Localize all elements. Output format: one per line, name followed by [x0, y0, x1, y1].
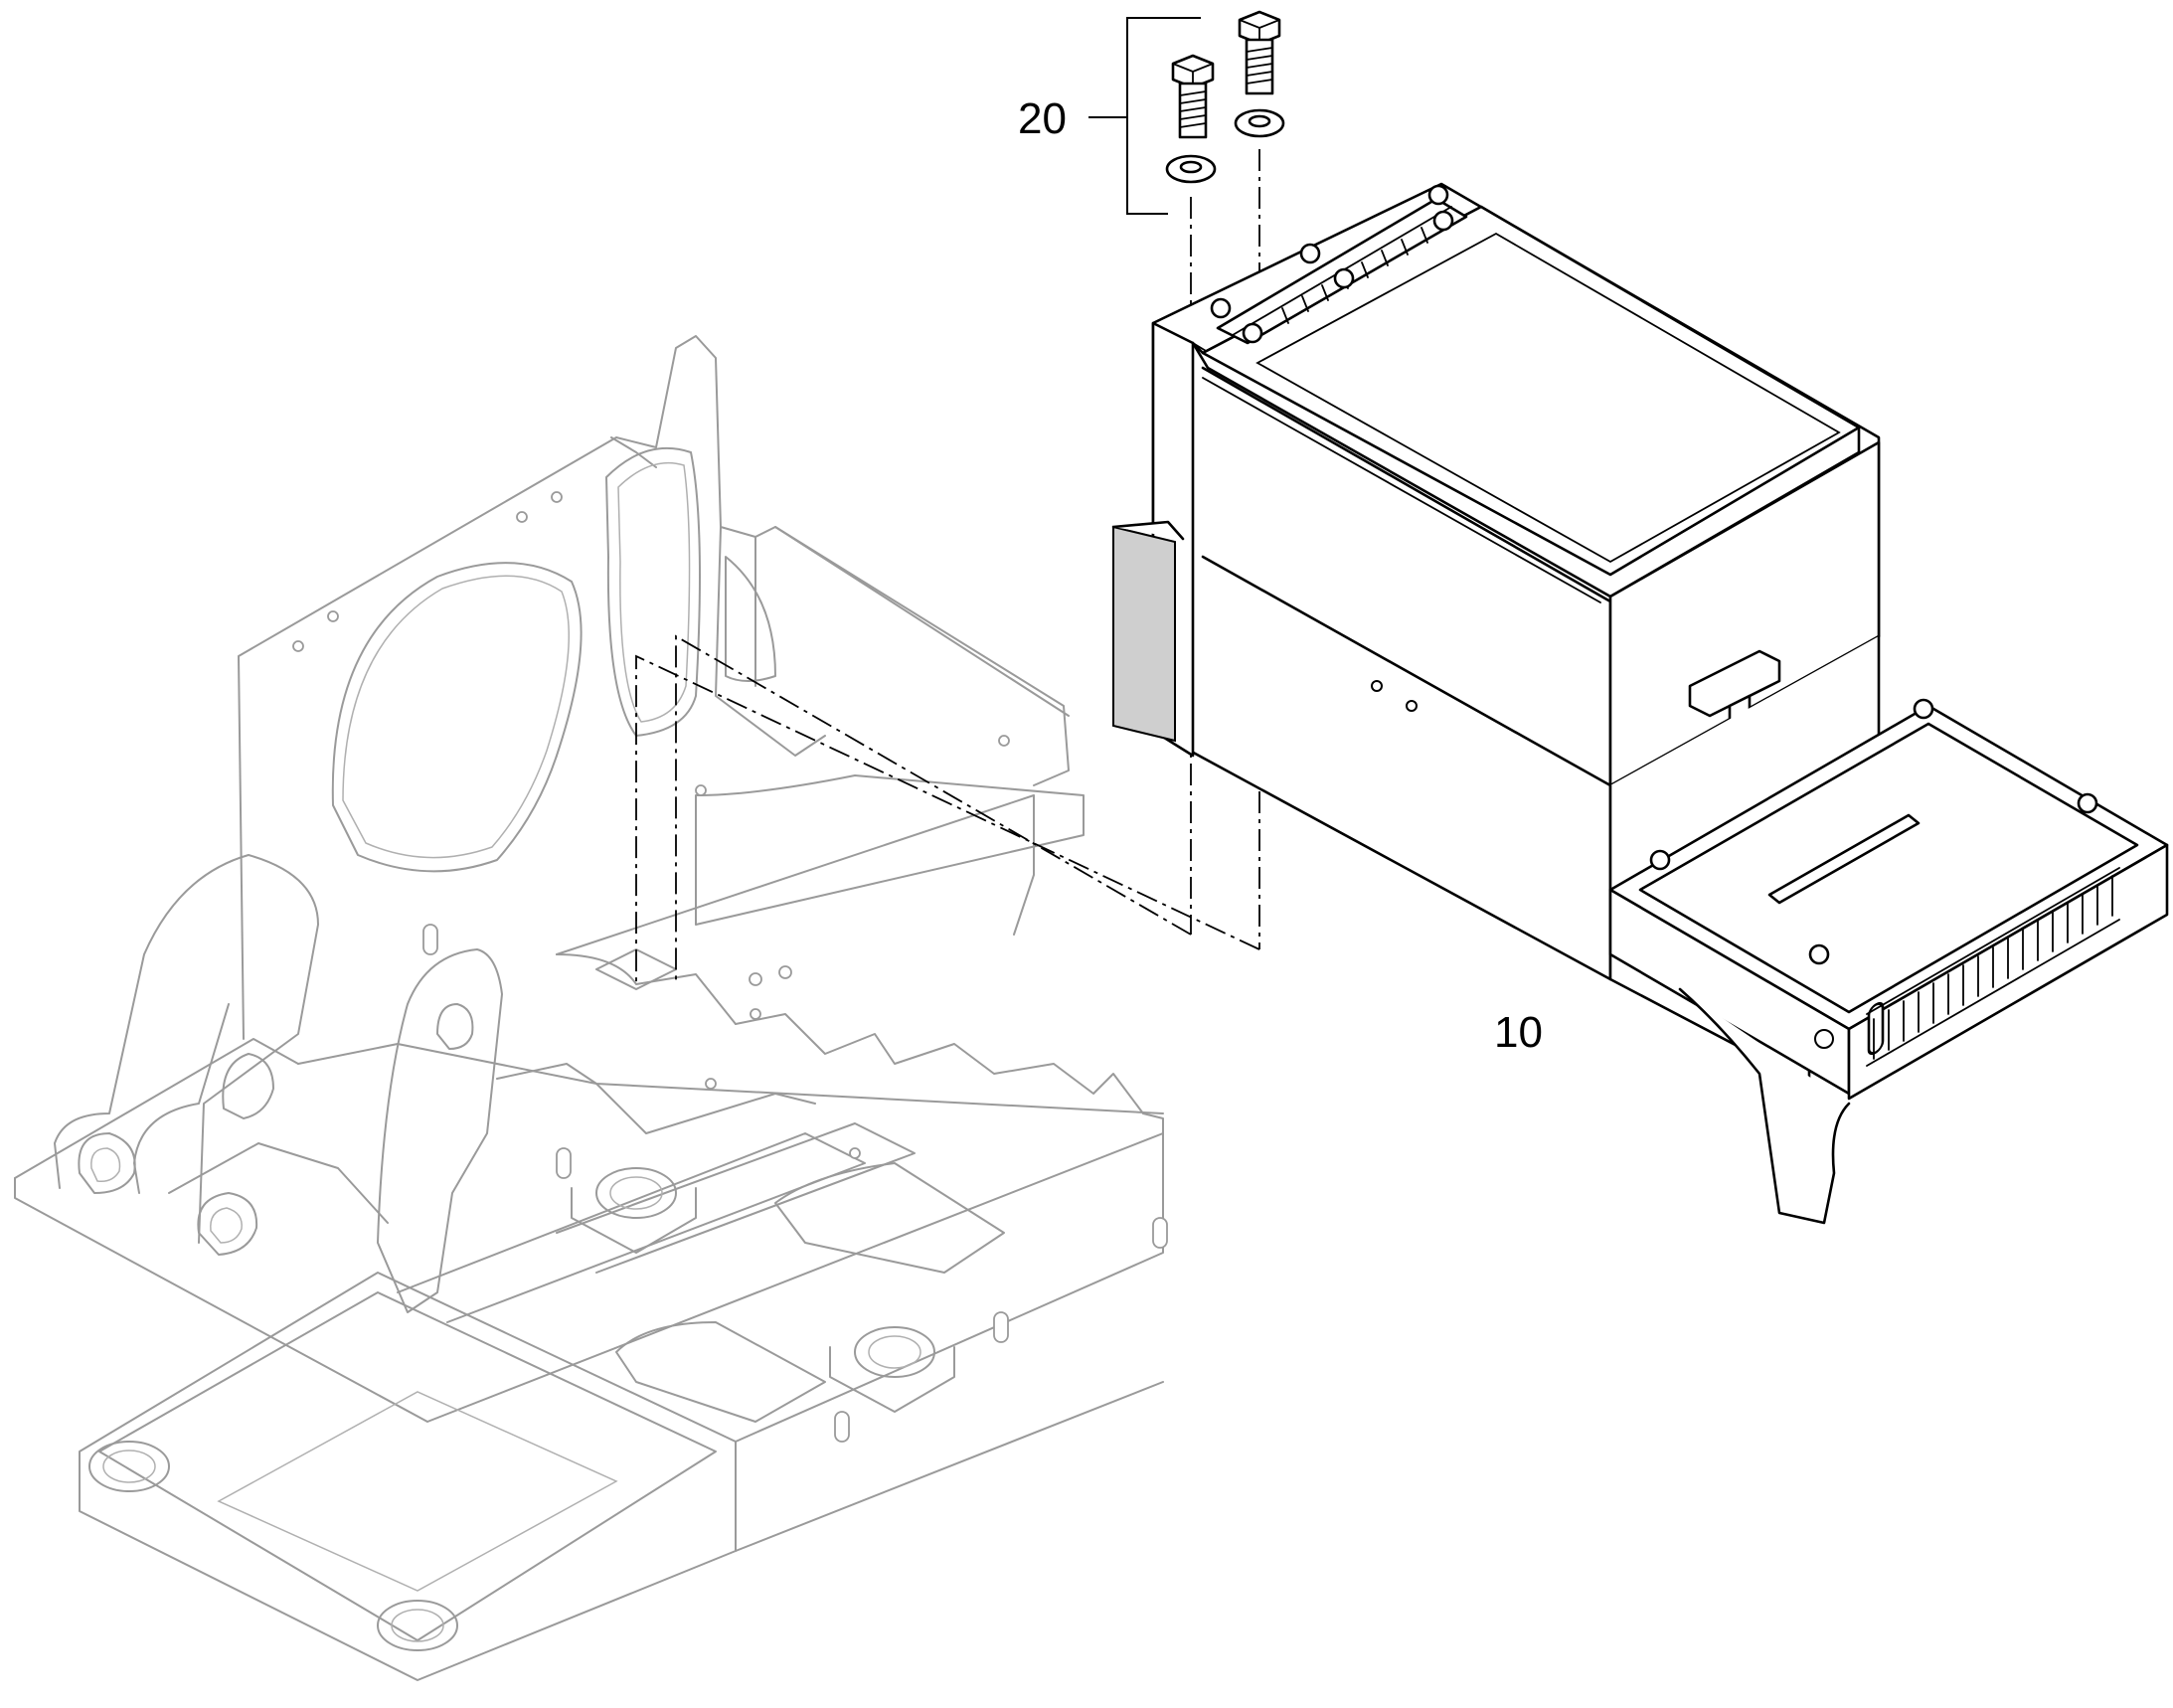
bolt-left — [1171, 54, 1215, 139]
bolt-kit — [1088, 10, 1285, 215]
washer-right — [1234, 108, 1285, 138]
machine-frame — [14, 335, 1168, 1681]
vent-slots — [1867, 1001, 1885, 1056]
washer-left — [1165, 154, 1217, 184]
storage-box-assembly — [1111, 182, 2169, 1225]
bolt-right — [1238, 10, 1281, 95]
callout-bolt-kit: 20 — [1018, 94, 1067, 143]
callout-box-assembly: 10 — [1494, 1008, 1543, 1057]
